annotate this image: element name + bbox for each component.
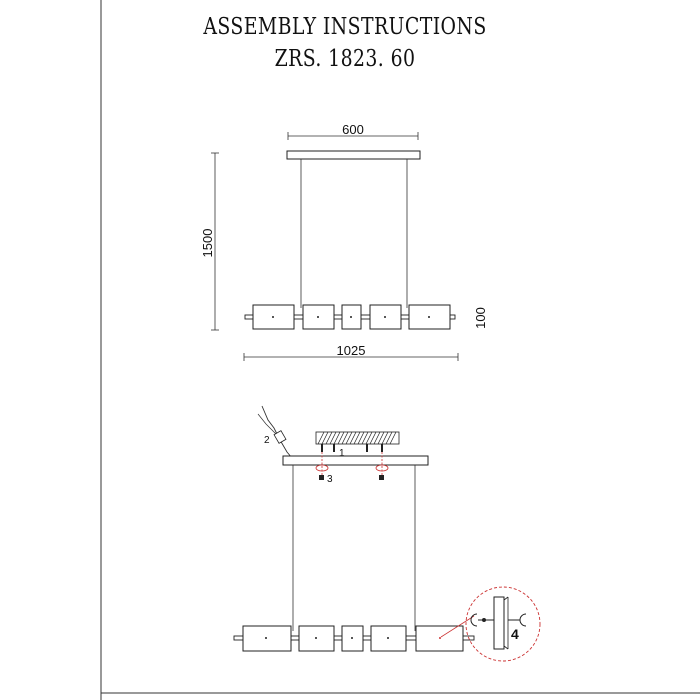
dim-label-height: 1500 <box>200 229 215 258</box>
power-wire <box>261 405 293 459</box>
canopy <box>286 150 421 160</box>
ceiling-hatching <box>317 431 397 445</box>
assembly-module-1 <box>242 625 292 652</box>
model-number: ZRS. 1823. 60 <box>274 46 416 72</box>
fixing-nut-right <box>379 475 384 480</box>
detail-leader-line <box>440 615 475 638</box>
fixing-nut-left <box>319 475 324 480</box>
detail-rotate-arrow-left <box>470 613 478 627</box>
step-label-2: 2 <box>264 435 270 446</box>
assembly-canopy <box>282 455 429 466</box>
document-title: ASSEMBLY INSTRUCTIONS <box>203 14 487 40</box>
rotate-indicator-right <box>375 464 389 472</box>
dim-label-bar-height: 100 <box>473 307 488 329</box>
dim-label-width: 600 <box>342 122 364 137</box>
detail-rotate-arrow-right <box>519 613 527 627</box>
step-label-1: 1 <box>339 448 345 459</box>
dim-label-length: 1025 <box>337 343 366 358</box>
wire-connector <box>273 430 287 444</box>
light-module-1 <box>252 304 295 330</box>
rotate-indicator-left <box>315 464 329 472</box>
detail-bracket <box>493 596 505 650</box>
assembly-view: 1 2 3 <box>233 405 541 662</box>
detail-callout-circle <box>465 586 541 662</box>
step-label-4: 4 <box>511 626 519 642</box>
step-label-3: 3 <box>327 474 333 485</box>
dimensioned-view: 600 1500 100 <box>200 122 488 361</box>
